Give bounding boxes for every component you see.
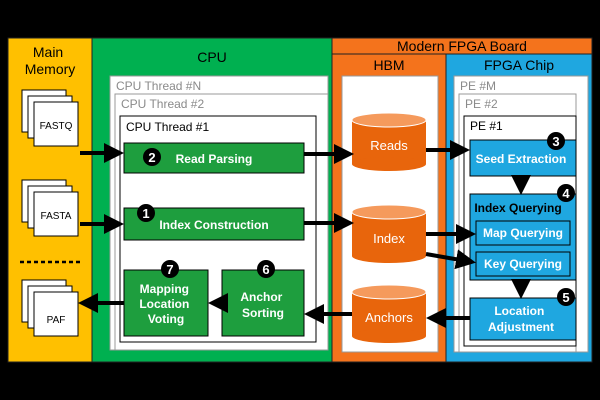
map-querying-step [475, 220, 571, 246]
step-7-number: 7 [166, 262, 173, 277]
step-2-badge [143, 148, 161, 166]
cpu-thread-1-label: CPU Thread #1 [126, 120, 209, 134]
step-3-number: 3 [552, 134, 559, 149]
fastq-label: FASTQ [40, 121, 73, 132]
map-querying-label: Map Querying [483, 226, 563, 240]
pe-m-label: PE #M [460, 79, 496, 93]
cpu-title: CPU [197, 49, 227, 65]
location-adjustment-label: Location Adjustment [488, 304, 554, 334]
main-memory-title: Main Memory [25, 44, 76, 77]
index-querying-label: Index Querying [474, 201, 561, 215]
location-adjustment-step [469, 297, 577, 341]
cpu-thread-2-label: CPU Thread #2 [121, 97, 204, 111]
step-2-number: 2 [148, 150, 155, 165]
reads-cylinder: Reads [351, 112, 427, 171]
fpga-board-title: Modern FPGA Board [397, 38, 527, 54]
step-5-badge [557, 288, 575, 306]
index-label: Index [373, 231, 405, 246]
paf-label: PAF [47, 315, 66, 326]
key-querying-step [475, 251, 571, 277]
step-5-number: 5 [562, 290, 569, 305]
pe-2-label: PE #2 [465, 97, 498, 111]
seed-extraction-label: Seed Extraction [476, 152, 567, 166]
paf-file-icon: PAF [21, 279, 79, 337]
fasta-label: FASTA [41, 211, 72, 222]
step-7-badge [161, 260, 179, 278]
step-1-number: 1 [142, 206, 149, 221]
reads-label: Reads [370, 138, 408, 153]
key-querying-label: Key Querying [484, 257, 562, 271]
read-parsing-label: Read Parsing [176, 152, 253, 166]
index-cylinder: Index [351, 204, 427, 263]
fpga-chip-title: FPGA Chip [484, 57, 554, 73]
index-construction-label: Index Construction [159, 218, 268, 232]
pe-1-label: PE #1 [470, 119, 503, 133]
step-1-badge [137, 204, 155, 222]
step-4-number: 4 [562, 186, 570, 201]
mapping-voting-step [123, 269, 209, 337]
arrow-index-to-key-querying [425, 249, 476, 270]
anchor-sorting-label: Anchor Sorting [240, 290, 285, 320]
step-4-badge [557, 184, 575, 202]
anchors-label: Anchors [365, 310, 413, 325]
flow-arrows [78, 140, 531, 328]
fastq-file-icon: FASTQ [21, 89, 79, 147]
step-6-badge [257, 260, 275, 278]
cpu-thread-n-label: CPU Thread #N [116, 79, 201, 93]
anchors-cylinder: Anchors [351, 284, 427, 343]
step-6-number: 6 [262, 262, 269, 277]
mapping-voting-label: Mapping Location Voting [139, 282, 192, 326]
hbm-title: HBM [373, 57, 404, 73]
fasta-file-icon: FASTA [21, 179, 79, 237]
step-3-badge [547, 132, 565, 150]
